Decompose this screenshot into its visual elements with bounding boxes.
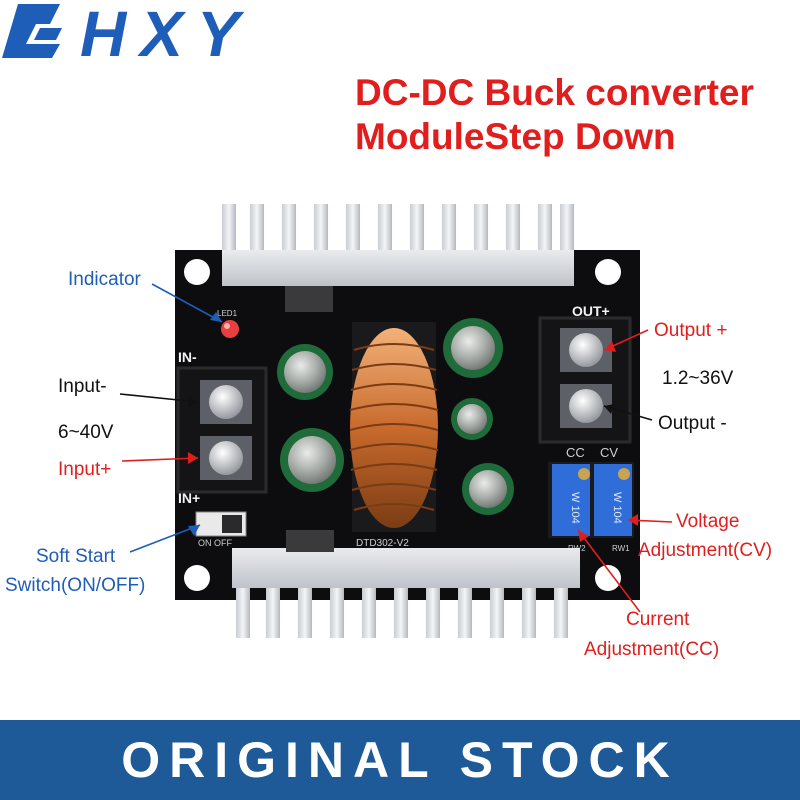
indicator-label: Indicator [68,269,141,290]
inductor-coil [349,322,439,532]
headline-line-2: ModuleStep Down [355,116,676,157]
logo-mark-icon [2,4,60,58]
potentiometers: W 104 W 104 [548,462,634,538]
input-plus-label: Input+ [58,459,112,480]
current-label-1: Current [626,609,690,630]
silk-in-plus: IN+ [178,490,200,506]
input-plus-screw [209,441,243,475]
input-minus-screw [209,385,243,419]
input-terminal-block [176,366,268,494]
input-range-label: 6~40V [58,422,114,443]
soft-start-switch [195,511,247,537]
soft-start-arrow [129,524,201,553]
silk-in-minus: IN- [178,349,197,365]
silk-rw1: RW1 [612,544,630,553]
mount-hole [184,259,210,285]
silk-led: LED1 [217,309,238,318]
indicator-led [221,320,239,338]
original-stock-banner: ORIGINAL STOCK [0,720,800,800]
pot-marking: W 104 [569,492,581,524]
mount-hole [184,565,210,591]
input-plus-arrow [121,457,199,462]
output-terminal-block [538,316,632,444]
current-arrow [577,529,641,613]
banner-text: ORIGINAL STOCK [121,732,679,788]
output-plus-label: Output + [654,320,728,341]
indicator-arrow [151,283,223,323]
silk-out-plus: OUT+ [572,303,610,319]
brand-logo: HXY [2,0,254,70]
mount-hole [595,259,621,285]
headline-line-1: DC-DC Buck converter [355,72,754,113]
mount-hole [595,565,621,591]
silk-switch: ON OFF [198,538,232,548]
voltage-label-2: Adjustment(CV) [638,540,773,561]
logo-text: HXY [80,0,254,62]
top-heatsink-plate [222,250,574,286]
silk-model: DTD302-V2 [356,538,409,549]
soft-start-label-2: Switch(ON/OFF) [5,575,146,596]
bottom-heatsink [232,530,580,638]
pot-marking: W 104 [611,492,623,524]
output-plus-screw [569,333,603,367]
voltage-label-1: Voltage [676,511,740,532]
output-minus-label: Output - [658,413,727,434]
soft-start-label-1: Soft Start [36,546,116,567]
input-minus-arrow [119,393,199,403]
current-label-2: Adjustment(CC) [584,639,720,660]
silk-cv: CV [600,445,618,460]
silk-cc: CC [566,445,585,460]
capacitors [277,318,514,515]
input-minus-label: Input- [58,376,107,397]
output-range-label: 1.2~36V [662,368,734,389]
output-minus-screw [569,389,603,423]
